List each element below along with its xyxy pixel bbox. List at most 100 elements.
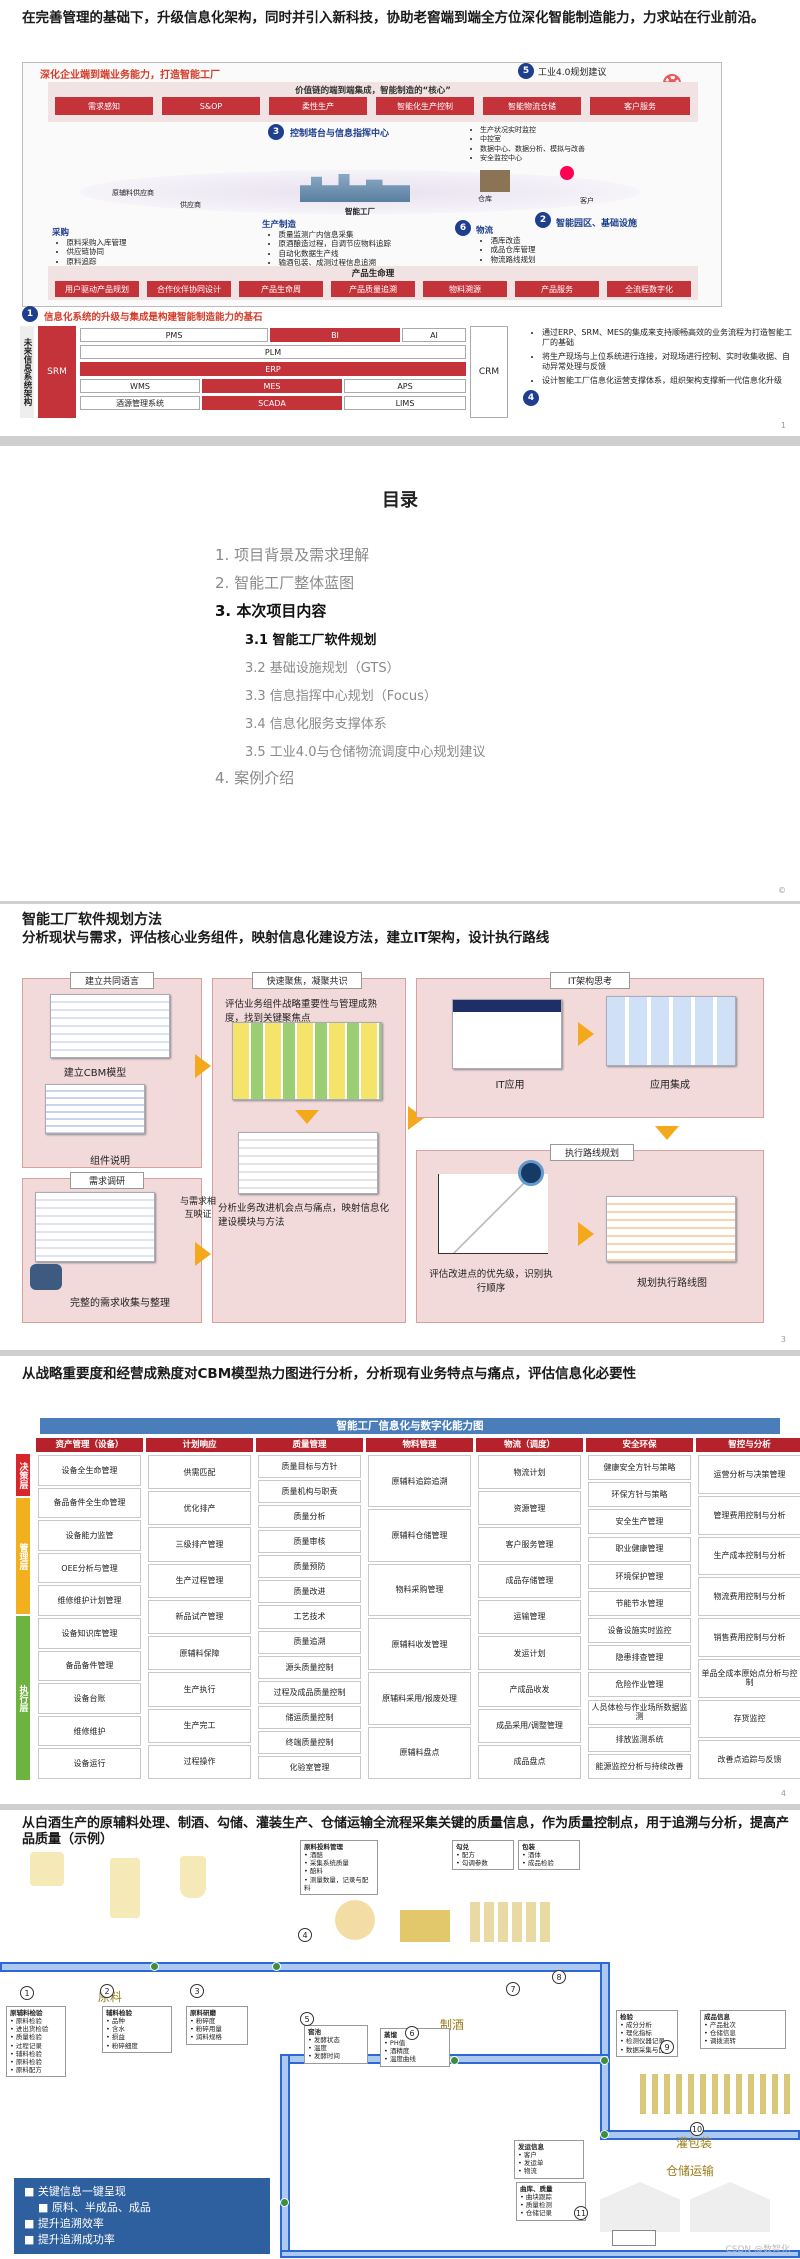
sys-aps: APS [344,379,466,393]
slide-title: 智能工厂软件规划方法 [22,912,162,929]
quality-note-item: • 辅料检验 [10,2050,62,2058]
key-info-item: ■ 原料、半成品、成品 [24,2200,260,2216]
arrow-right [195,1054,211,1078]
capability-cell: 物流计划 [478,1455,581,1489]
capability-cell: 设备设施实时监控 [588,1618,691,1643]
capability-cell: 资源管理 [478,1491,581,1525]
capability-cell: 源头质量控制 [258,1656,361,1679]
row2-item: 合作伙伴协同设计 [147,281,231,297]
slide-cbm-heatmap: 从战略重要度和经营成熟度对CBM模型热力图进行分析，分析现有业务特点与痛点，评估… [0,1356,800,1804]
page-number: 1 [781,421,786,430]
label-collect: 完整的需求收集与整理 [50,1294,190,1309]
capability-cell: 新品试产管理 [148,1600,251,1634]
capability-cell: 环境保护管理 [588,1564,691,1589]
smart-park-label: 智能园区、基础设施 [556,216,637,229]
quality-note-item: • 醅料 [304,1867,374,1875]
control-point-number: 4 [298,1928,312,1942]
quality-note-item: • 调拨流转 [704,2037,782,2045]
quality-note: 包装• 酒体• 成品检验 [518,1840,580,1870]
capability-cell: 生产过程管理 [148,1564,251,1598]
toc-sub-5[interactable]: 3.5 工业4.0与仓储物流调度中心规划建议 [245,741,485,760]
control-point-number: 5 [300,2012,314,2026]
capability-cell: 质量审核 [258,1530,361,1553]
tab-research: 需求调研 [70,1172,144,1189]
toc-item-3[interactable]: 3. 本次项目内容 [215,600,326,621]
band-execution: 执行层 [16,1616,30,1780]
sys-erp: ERP [80,362,466,376]
lifecycle-title: 产品生命理 [48,267,698,279]
cc-item: 中控室 [470,135,585,144]
control-center-list: 生产状况实时监控 中控室 数据中心、数据分析、模拟与改善 安全监控中心 [470,126,585,164]
quality-note-title: 发运信息 [518,2143,580,2151]
logistics-title: 物流 [476,224,493,236]
analysis-thumbnail [238,1132,378,1194]
toc-item-4[interactable]: 4. 案例介绍 [215,767,294,788]
node [280,2198,289,2207]
row2-item: 用户驱动产品规划 [55,281,139,297]
badge-6: 6 [455,220,471,236]
capability-cell: 发运计划 [478,1636,581,1670]
quality-note-title: 曲库、质量 [520,2185,582,2193]
value-chain-title: 价值链的端到端集成，智能制造的“核心” [48,84,698,96]
pipeline-left [280,2054,290,2254]
quality-note-title: 勾兑 [456,1843,510,1851]
capability-cell: 成品盘点 [478,1745,581,1779]
slide-table-of-contents: 目录 1. 项目背景及需求理解 2. 智能工厂整体蓝图 3. 本次项目内容 3.… [0,446,800,901]
sys-lims: LIMS [344,396,466,410]
toc-sub-2[interactable]: 3.2 基础设施规划（GTS） [245,657,400,676]
row2-item: 产品质量追溯 [331,281,415,297]
capability-cell: 设备能力监管 [38,1520,141,1551]
sys-scada: SCADA [202,396,342,410]
quality-note-item: • 粉碎细度 [106,2042,168,2050]
toc-item-1[interactable]: 1. 项目背景及需求理解 [215,544,369,565]
capability-cell: 质量机构与职责 [258,1480,361,1503]
row1-item: 智能物流仓储 [483,97,581,115]
quality-note-item: • 物流 [518,2167,580,2175]
capability-cell: 健康安全方针与策略 [588,1455,691,1480]
quality-note: 发运信息• 客户• 发运单• 物流 [514,2140,584,2179]
capability-cell: 质量追溯 [258,1631,361,1654]
procure-item: 原料追踪 [56,257,127,266]
it-app-thumbnail [452,999,562,1069]
page-number: 4 [781,1789,786,1798]
quality-note-item: • 质量检验 [10,2033,62,2041]
label-roadmap: 规划执行路线图 [622,1274,722,1289]
row2-item: 全流程数字化 [607,281,691,297]
supplier-label: 原辅料供应商 [112,188,154,198]
bullet-item: 设计智能工厂信息化运营支撑体系，组织架构支撑新一代信息化升级 [542,376,792,386]
watermark: CSDN @数智化 [725,2242,790,2255]
prod-item: 原酒酿造过程，自调节应物料追踪 [268,239,391,248]
capability-cell: 过程及成品质量控制 [258,1681,361,1704]
tank-icon [110,1858,140,1918]
toc-sub-4[interactable]: 3.4 信息化服务支撑体系 [245,713,387,732]
capability-cell: 成品存储管理 [478,1564,581,1598]
capability-cell: 销售费用控制与分析 [698,1618,800,1657]
people-icon [30,1264,62,1290]
priority-chart-icon [438,1174,548,1254]
prod-item: 质量监测广内信息采集 [268,230,391,239]
arch-label: 未来信息系统架构 [20,326,34,418]
key-info-box: ■ 关键信息一键呈现 ■ 原料、半成品、成品 ■ 提升追溯效率 ■ 提升追溯成功… [14,2178,270,2254]
quality-note-item: • 过程记录 [10,2042,62,2050]
toc-title: 目录 [0,486,800,512]
row1-item: 需求感知 [55,97,153,115]
capability-cell: 改善点追踪与反馈 [698,1740,800,1779]
slide-title: 从白酒生产的原辅料处理、制酒、勾储、灌装生产、仓储运输全流程采集关键的质量信息，… [22,1816,792,1847]
quality-note: 原料投料管理• 酒醅• 采集系统质量• 醅料• 测量数量，记录与配料 [300,1840,378,1895]
crm-box: CRM [470,326,508,418]
label-mutual: 与需求相互映证 [178,1194,218,1220]
control-point-number: 11 [574,2206,588,2220]
cbm-thumbnail [50,994,170,1058]
page-number: 3 [781,1335,786,1344]
pipeline-bottom [280,2250,800,2258]
toc-sub-3[interactable]: 3.3 信息指挥中心规划（Focus） [245,685,437,704]
toc-sub-1[interactable]: 3.1 智能工厂软件规划 [245,629,377,648]
quality-note-item: • 勾调参数 [456,1859,510,1867]
panel-subtitle: 深化企业端到端业务能力，打造智能工厂 [40,66,220,81]
capability-cell: 储运质量控制 [258,1706,361,1729]
foundation-label: 信息化系统的升级与集成是构建智能制造能力的基石 [44,309,263,323]
quality-note-item: • 发酵时间 [308,2052,364,2060]
toc-item-2[interactable]: 2. 智能工厂整体蓝图 [215,572,354,593]
column-header: 智控与分析 [696,1438,800,1452]
tab-roadmap: 执行路线规划 [550,1144,634,1161]
